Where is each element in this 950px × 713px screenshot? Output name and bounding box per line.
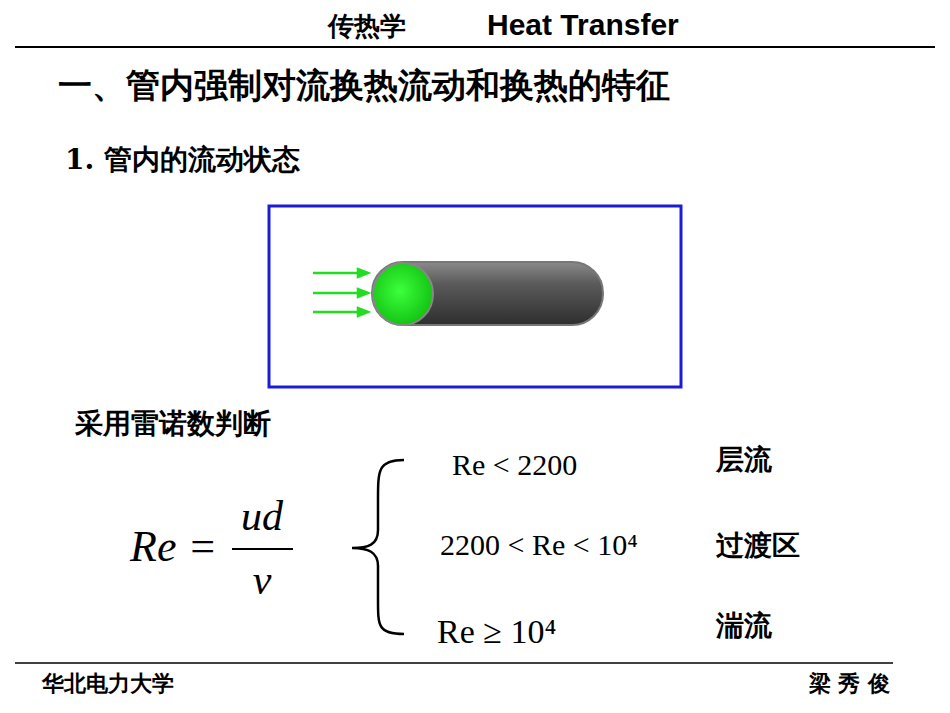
condition-laminar: Re < 2200 xyxy=(452,448,577,483)
section-heading: 1. 管内的流动状态 xyxy=(65,144,300,176)
condition-turbulent: Re ≥ 10⁴ xyxy=(437,612,556,651)
pipe-body xyxy=(372,262,603,325)
formula-lhs: Re = xyxy=(130,522,217,573)
footer-university: 华北电力大学 xyxy=(42,671,174,696)
footer-rule xyxy=(15,662,893,664)
regime-laminar: 层流 xyxy=(716,444,772,476)
header-rule xyxy=(15,46,935,48)
flow-arrows xyxy=(313,269,368,316)
slide-title: 一、管内强制对流换热流动和换热的特征 xyxy=(58,66,670,105)
condition-transition: 2200 < Re < 10⁴ xyxy=(440,528,638,563)
formula-numerator: ud xyxy=(241,492,283,540)
regime-transition: 过渡区 xyxy=(716,530,800,562)
pipe-inlet xyxy=(373,263,433,325)
formula-denominator: ν xyxy=(253,556,272,604)
criterion-note: 采用雷诺数判断 xyxy=(75,408,271,440)
course-name-en: Heat Transfer xyxy=(487,8,679,43)
fraction-bar xyxy=(232,548,293,550)
footer-author: 梁 秀 俊 xyxy=(809,671,890,696)
course-name: 传热学 xyxy=(328,12,406,42)
curly-brace xyxy=(352,460,404,634)
regime-turbulent: 湍流 xyxy=(716,610,772,642)
pipe-frame xyxy=(269,206,681,387)
